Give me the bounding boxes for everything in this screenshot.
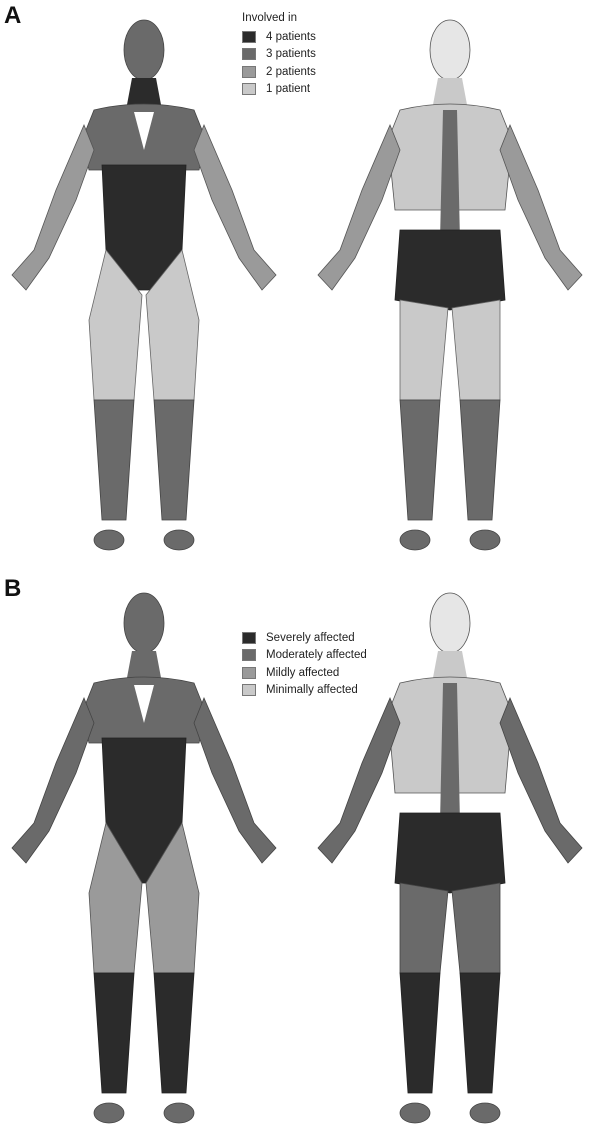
legend-label: 4 patients bbox=[266, 31, 316, 43]
legend-swatch bbox=[242, 667, 256, 679]
legend-item: Moderately affected bbox=[242, 647, 367, 665]
legend-title: Involved in bbox=[242, 12, 316, 24]
legend-item: Mildly affected bbox=[242, 664, 367, 682]
legend-label: Moderately affected bbox=[266, 649, 367, 661]
legend-swatch bbox=[242, 684, 256, 696]
legend: Involved in 4 patients 3 patients 2 pati… bbox=[242, 12, 316, 98]
panel-a: A bbox=[0, 0, 597, 572]
legend-swatch bbox=[242, 31, 256, 43]
back-body-svg bbox=[300, 0, 597, 572]
legend-label: 3 patients bbox=[266, 48, 316, 60]
legend-item: 1 patient bbox=[242, 81, 316, 99]
legend-swatch bbox=[242, 83, 256, 95]
legend-swatch bbox=[242, 48, 256, 60]
legend-label: 1 patient bbox=[266, 83, 310, 95]
legend-item: Minimally affected bbox=[242, 682, 367, 700]
legend-item: 4 patients bbox=[242, 28, 316, 46]
legend-item: 2 patients bbox=[242, 63, 316, 81]
legend-label: 2 patients bbox=[266, 66, 316, 78]
legend-swatch bbox=[242, 66, 256, 78]
legend: Severely affected Moderately affected Mi… bbox=[242, 629, 367, 699]
back-body-figure bbox=[300, 0, 597, 572]
legend-swatch bbox=[242, 649, 256, 661]
legend-label: Minimally affected bbox=[266, 684, 358, 696]
legend-label: Mildly affected bbox=[266, 667, 339, 679]
legend-item: 3 patients bbox=[242, 46, 316, 64]
legend-label: Severely affected bbox=[266, 632, 355, 644]
legend-swatch bbox=[242, 632, 256, 644]
panel-b: B bbox=[0, 573, 597, 1145]
legend-item: Severely affected bbox=[242, 629, 367, 647]
